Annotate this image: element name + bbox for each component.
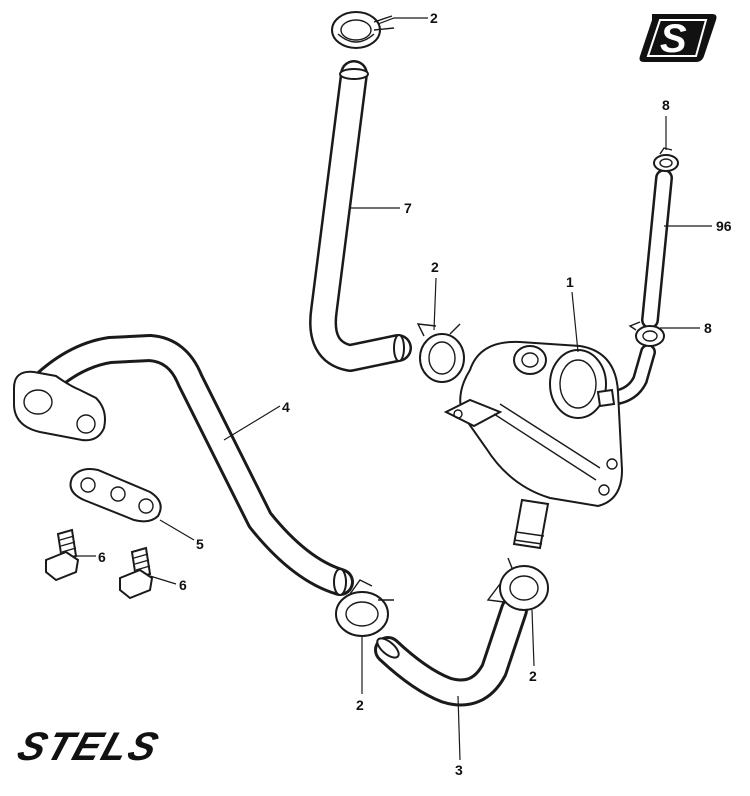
callout-pump: 1: [566, 274, 574, 290]
small-clip-top-part: [653, 147, 679, 172]
leader-lines: [76, 17, 712, 761]
brand-logo-letter: S: [660, 17, 687, 61]
callout-clip-bottom-right: 2: [529, 668, 537, 684]
callout-clip-top: 2: [430, 10, 438, 26]
callout-bolt-right: 6: [179, 577, 187, 593]
callout-gasket: 5: [196, 536, 204, 552]
hose-clip-bottom-right-part: [486, 557, 549, 611]
bolt-right-part: [119, 546, 154, 600]
callout-hose-long: 4: [282, 399, 290, 415]
hose-upper-part: [309, 60, 412, 372]
callout-clip-upper-mid: 2: [431, 259, 439, 275]
bolt-left-part: [45, 528, 80, 582]
callout-clip-small-bottom: 8: [704, 320, 712, 336]
hose-clip-upper-mid-part: [416, 323, 465, 383]
hose-bottom-part: [374, 596, 528, 707]
fuel-pump-part: [443, 340, 624, 550]
callout-hose-small: 96: [716, 218, 732, 234]
callout-clip-small-top: 8: [662, 97, 670, 113]
callout-bolt-left: 6: [98, 549, 106, 565]
brand-logo-badge: S: [639, 14, 717, 62]
callout-hose-bottom: 3: [455, 762, 463, 778]
gasket-part: [69, 468, 162, 523]
hose-clip-top-part: [331, 11, 395, 49]
small-clip-bottom-part: [628, 321, 665, 347]
callout-clip-bottom-left: 2: [356, 697, 364, 713]
brand-wordmark: STELS: [12, 724, 165, 769]
callout-hose-upper: 7: [404, 200, 412, 216]
hose-long-part: [13, 334, 354, 596]
